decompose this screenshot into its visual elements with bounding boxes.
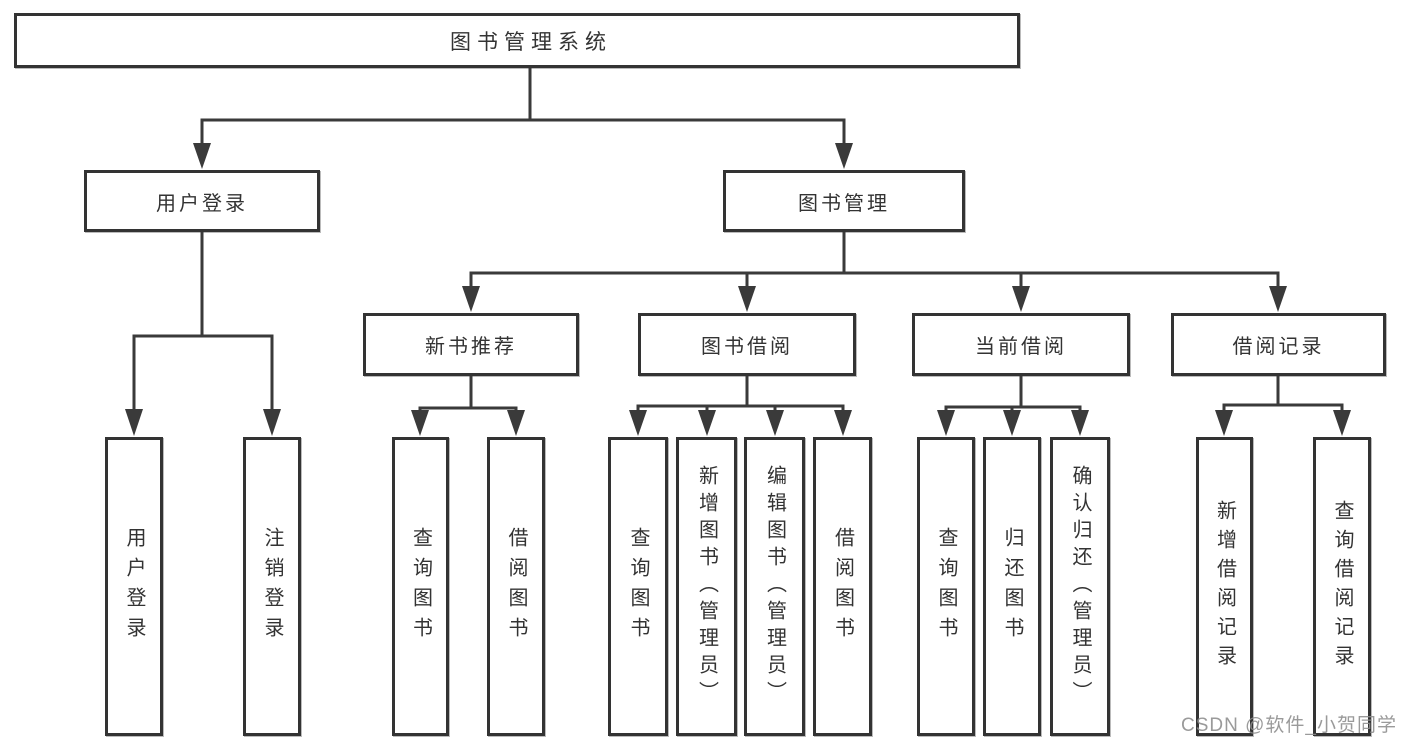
connector-user-login-children <box>125 230 281 436</box>
leaf-br-query-record-label: 查询借阅记录 <box>1331 499 1353 674</box>
node-current-borrow-label: 当前借阅 <box>975 336 1067 358</box>
connector-new-book-rec-children <box>411 374 525 436</box>
node-new-book-rec-label: 新书推荐 <box>425 336 517 358</box>
leaf-nbr-query-books: 查询图书 <box>392 437 449 736</box>
node-root: 图书管理系统 <box>14 13 1020 68</box>
leaf-logout: 注销登录 <box>243 437 301 736</box>
leaf-bb-edit-books-admin-label: 编辑图书（管理员） <box>763 465 786 708</box>
node-book-mgmt: 图书管理 <box>723 170 965 232</box>
leaf-cb-confirm-return-admin-label: 确认归还（管理员） <box>1069 465 1091 708</box>
node-new-book-rec: 新书推荐 <box>363 313 579 376</box>
leaf-bb-borrow-books: 借阅图书 <box>813 437 872 736</box>
node-book-borrow-label: 图书借阅 <box>701 336 793 358</box>
leaf-cb-query-books-label: 查询图书 <box>935 526 957 647</box>
leaf-cb-return-books: 归还图书 <box>983 437 1041 736</box>
leaf-br-add-record-label: 新增借阅记录 <box>1213 499 1236 674</box>
leaf-nbr-borrow-books: 借阅图书 <box>487 437 545 736</box>
leaf-user-login-label: 用户登录 <box>123 526 145 647</box>
leaf-nbr-query-books-label: 查询图书 <box>409 526 432 647</box>
connector-current-borrow-children <box>937 374 1089 436</box>
node-borrow-records: 借阅记录 <box>1171 313 1386 376</box>
node-borrow-records-label: 借阅记录 <box>1232 336 1325 358</box>
leaf-bb-add-books-admin: 新增图书（管理员） <box>676 437 737 736</box>
connector-root-to-level2 <box>193 64 853 169</box>
connector-borrow-records-children <box>1215 374 1351 436</box>
leaf-bb-query-books: 查询图书 <box>608 437 668 736</box>
node-user-login-label: 用户登录 <box>156 192 248 215</box>
node-current-borrow: 当前借阅 <box>912 313 1130 376</box>
leaf-br-add-record: 新增借阅记录 <box>1196 437 1253 736</box>
leaf-cb-confirm-return-admin: 确认归还（管理员） <box>1050 437 1110 736</box>
csdn-watermark: CSDN @软件_小贺同学 <box>1181 715 1397 736</box>
node-book-mgmt-label: 图书管理 <box>798 192 890 215</box>
leaf-logout-label: 注销登录 <box>261 526 283 647</box>
leaf-bb-edit-books-admin: 编辑图书（管理员） <box>744 437 805 736</box>
node-book-borrow: 图书借阅 <box>638 313 856 376</box>
node-user-login: 用户登录 <box>84 170 320 232</box>
leaf-bb-borrow-books-label: 借阅图书 <box>831 526 854 647</box>
leaf-bb-query-books-label: 查询图书 <box>627 526 649 647</box>
connector-book-borrow-children <box>629 374 852 436</box>
node-root-label: 图书管理系统 <box>450 30 612 54</box>
leaf-nbr-borrow-books-label: 借阅图书 <box>505 526 527 647</box>
leaf-br-query-record: 查询借阅记录 <box>1313 437 1371 736</box>
leaf-cb-query-books: 查询图书 <box>917 437 975 736</box>
leaf-user-login: 用户登录 <box>105 437 163 736</box>
leaf-bb-add-books-admin-label: 新增图书（管理员） <box>695 465 718 708</box>
connector-book-mgmt-children <box>462 230 1287 312</box>
leaf-cb-return-books-label: 归还图书 <box>1001 526 1023 647</box>
